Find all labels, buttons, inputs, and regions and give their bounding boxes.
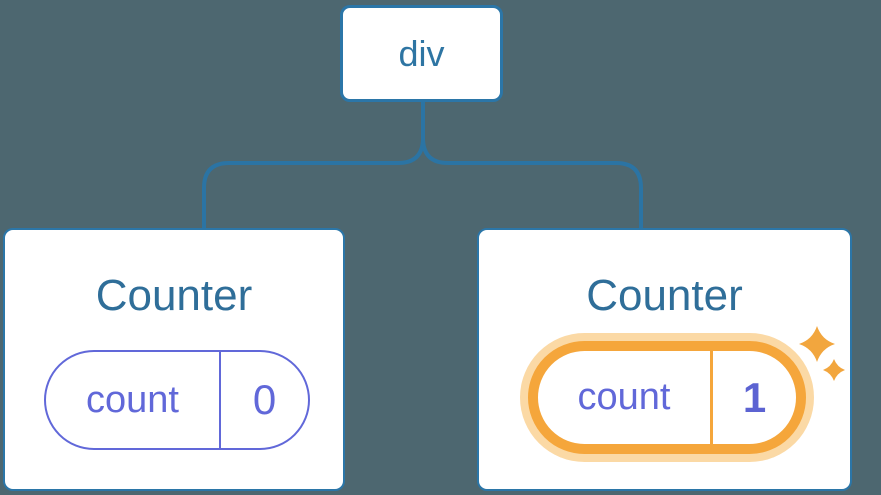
connector-left-branch xyxy=(202,130,425,230)
counter-card-left: Counter count 0 xyxy=(3,228,345,491)
state-pill: count 0 xyxy=(44,350,310,450)
sparkle-small xyxy=(823,359,845,381)
state-value: 0 xyxy=(252,376,277,423)
div-node: div xyxy=(340,5,503,102)
sparkle-large xyxy=(799,326,835,362)
tree-connector-lines xyxy=(202,102,643,230)
sparkle-icon xyxy=(799,326,845,381)
state-pill-highlighted: count 1 xyxy=(528,341,806,454)
component-title: Counter xyxy=(586,271,743,320)
component-title: Counter xyxy=(95,271,253,320)
state-name-label: count xyxy=(46,352,221,448)
counter-card-right: Counter count 1 xyxy=(477,228,852,491)
connector-right-branch xyxy=(421,130,643,230)
state-name-label: count xyxy=(538,351,713,444)
div-node-label: div xyxy=(398,32,445,74)
state-value: 1 xyxy=(742,373,767,421)
